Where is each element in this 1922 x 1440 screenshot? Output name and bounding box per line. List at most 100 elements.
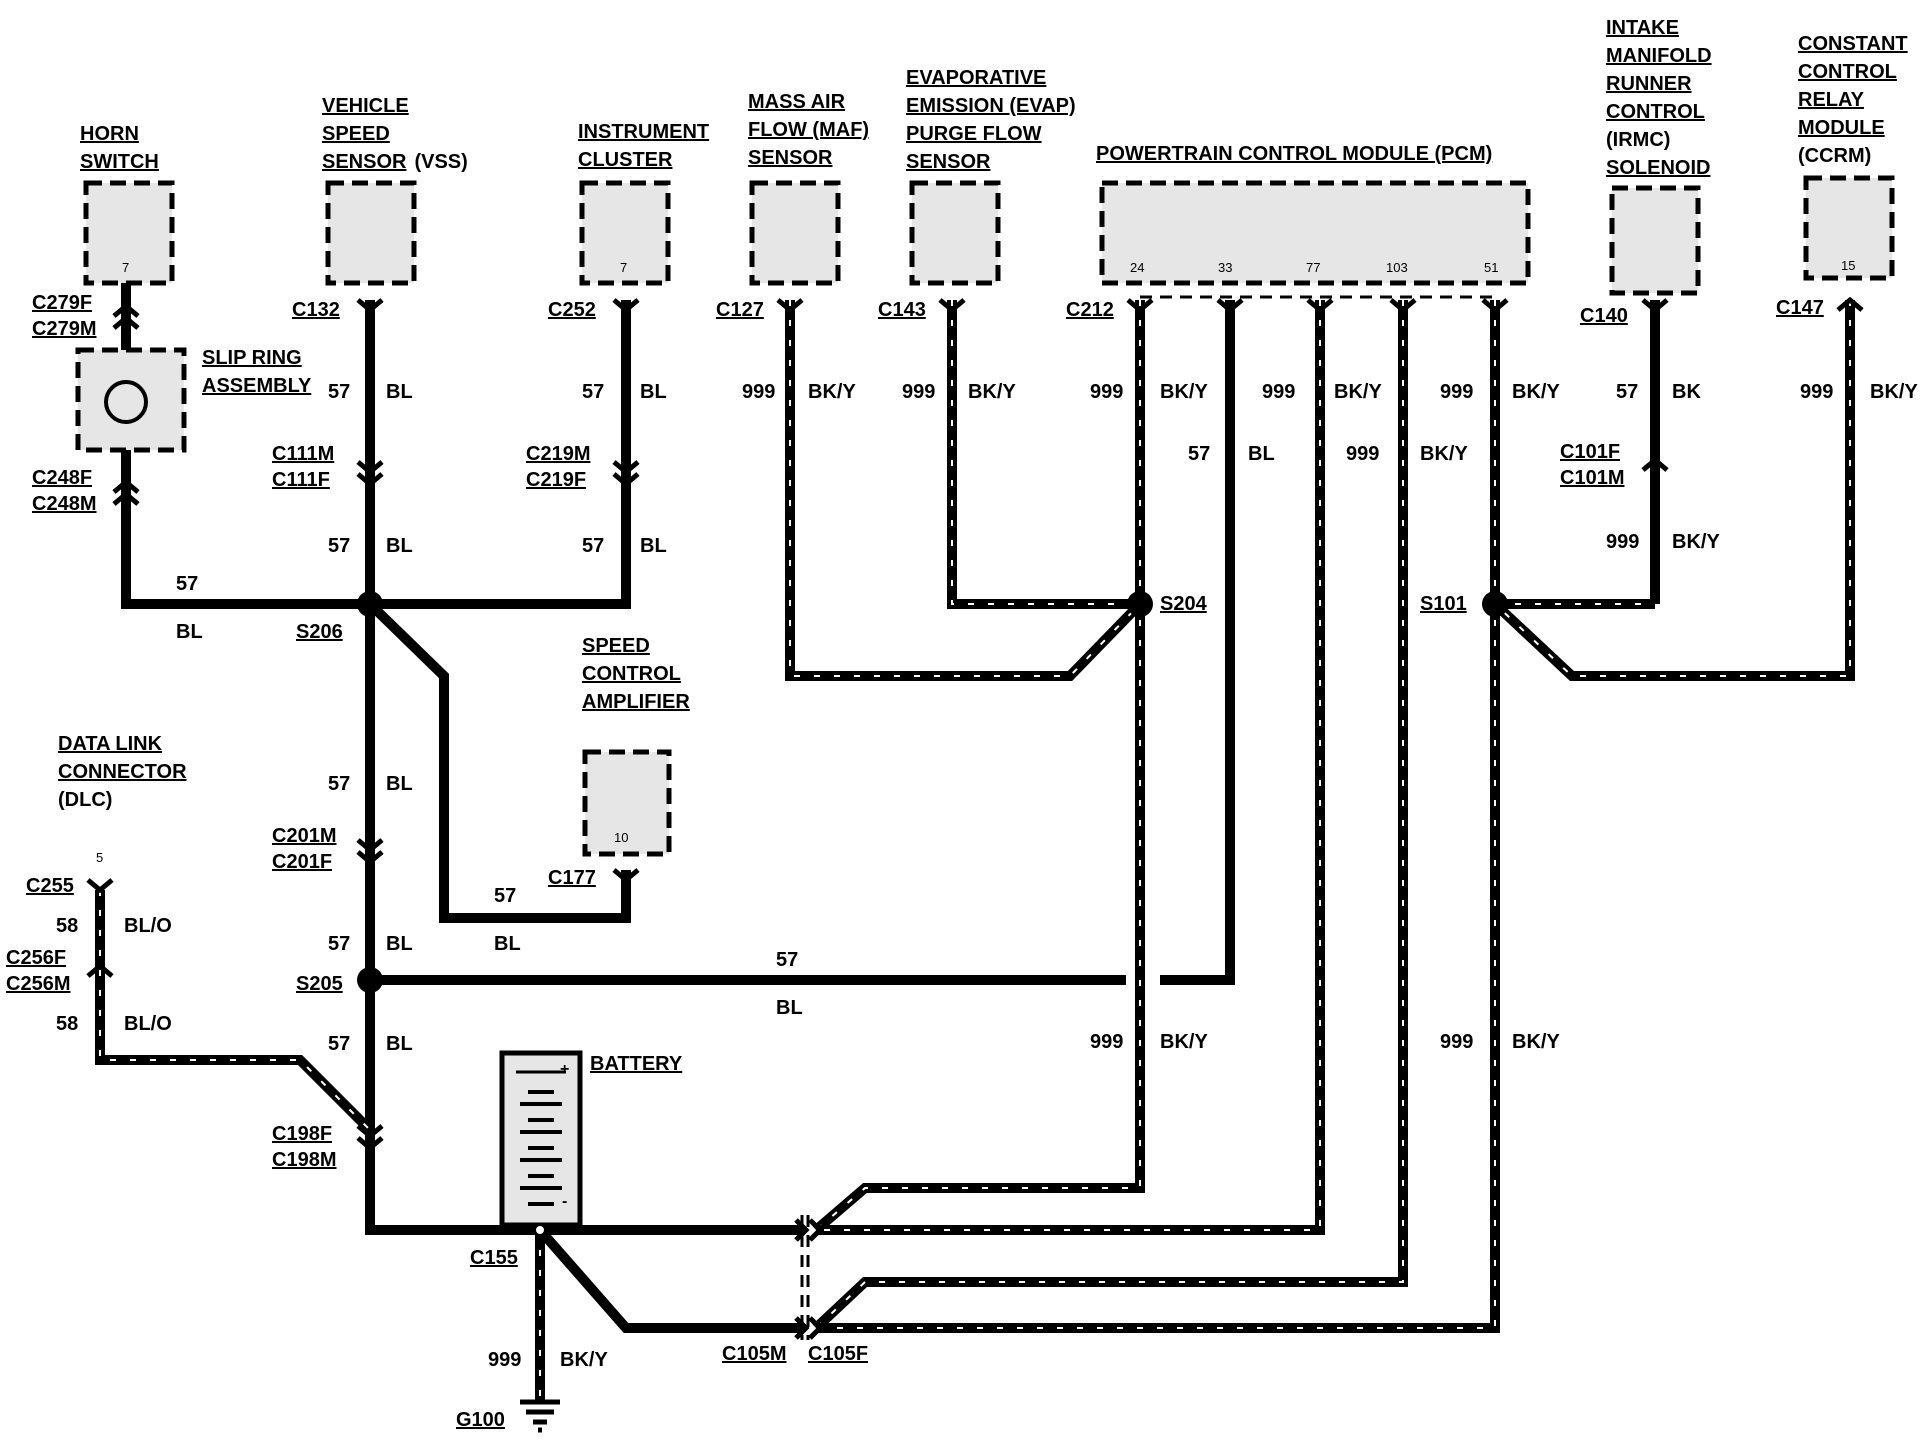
- svg-text:BL/O: BL/O: [124, 915, 172, 937]
- svg-text:BK/Y: BK/Y: [808, 381, 856, 403]
- svg-text:999: 999: [1440, 381, 1473, 403]
- label-s206: S206: [296, 621, 343, 643]
- svg-text:57: 57: [328, 1033, 350, 1055]
- label-c155: C155: [470, 1247, 518, 1269]
- label-c143: C143: [878, 299, 926, 321]
- svg-text:BL: BL: [176, 621, 203, 643]
- svg-text:BK/Y: BK/Y: [1512, 1031, 1560, 1053]
- wire-cluster: [370, 300, 631, 609]
- connector-c219: [612, 460, 640, 488]
- svg-text:58: 58: [56, 1013, 78, 1035]
- slip-ring-box: [75, 347, 187, 453]
- svg-text:BL: BL: [386, 1033, 413, 1055]
- svg-text:999: 999: [902, 381, 935, 403]
- label-c198m: C198M: [272, 1149, 336, 1171]
- connector-c255: [86, 878, 114, 894]
- wire-maf: [785, 300, 1144, 681]
- svg-text:BK/Y: BK/Y: [1512, 381, 1560, 403]
- svg-text:57: 57: [582, 535, 604, 557]
- svg-text:BK/Y: BK/Y: [1420, 443, 1468, 465]
- label-c105m: C105M: [722, 1343, 786, 1365]
- svg-text:BK/Y: BK/Y: [560, 1349, 608, 1371]
- svg-text:999: 999: [742, 381, 775, 403]
- connector-c198: [356, 1124, 384, 1152]
- label-c147: C147: [1776, 297, 1824, 319]
- label-c219m: C219M: [526, 443, 590, 465]
- connector-c111: [356, 460, 384, 488]
- pin-pcm-77: 77: [1306, 260, 1320, 275]
- svg-text:58: 58: [56, 915, 78, 937]
- svg-text:999: 999: [1440, 1031, 1473, 1053]
- pin-pcm-51: 51: [1484, 260, 1498, 275]
- label-c101m: C101M: [1560, 467, 1624, 489]
- pin-pcm-33: 33: [1218, 260, 1232, 275]
- label-c101f: C101F: [1560, 441, 1620, 463]
- connector-c140: [1641, 298, 1669, 314]
- svg-text:BK/Y: BK/Y: [1334, 381, 1382, 403]
- ground-symbol: [520, 1399, 560, 1433]
- wire-s206-amp: [366, 600, 631, 923]
- evap-sensor-box: [909, 180, 1001, 286]
- instrument-cluster-box: [579, 180, 671, 286]
- pin-ccrm: 15: [1841, 258, 1855, 273]
- connector-c147: [1836, 296, 1864, 312]
- label-c127: C127: [716, 299, 764, 321]
- svg-text:999: 999: [1800, 381, 1833, 403]
- label-c279f: C279F: [32, 292, 92, 314]
- svg-text:BK/Y: BK/Y: [1672, 531, 1720, 553]
- ccrm-box: [1803, 175, 1895, 281]
- label-c219f: C219F: [526, 469, 586, 491]
- connector-c177: [612, 868, 640, 884]
- label-s101: S101: [1420, 593, 1467, 615]
- label-c111m: C111M: [272, 443, 334, 465]
- svg-text:57: 57: [582, 381, 604, 403]
- splice-s204: [1127, 591, 1153, 617]
- maf-sensor-box: [749, 180, 841, 286]
- svg-text:BL: BL: [494, 933, 521, 955]
- splice-s205: [357, 967, 383, 993]
- label-c140: C140: [1580, 305, 1628, 327]
- connector-c248: [112, 478, 140, 506]
- connector-symbols: [86, 296, 1864, 1340]
- connector-c105-upper: [794, 1218, 824, 1242]
- wire-battery-c105-lower: [536, 1226, 804, 1333]
- connector-c212: [1126, 298, 1509, 314]
- wire-pcm77: [816, 300, 1325, 1235]
- label-c177: C177: [548, 867, 596, 889]
- label-c201f: C201F: [272, 851, 332, 873]
- vss-box: [325, 180, 417, 286]
- svg-text:57: 57: [328, 535, 350, 557]
- svg-text:57: 57: [176, 573, 198, 595]
- label-s205: S205: [296, 973, 343, 995]
- pin-pcm-24: 24: [1130, 260, 1144, 275]
- pin-horn: 7: [122, 260, 129, 275]
- svg-text:57: 57: [776, 949, 798, 971]
- connector-c101: [1641, 456, 1669, 472]
- wire-pcm103: [812, 300, 1408, 1332]
- label-c255: C255: [26, 875, 74, 897]
- connector-c279: [112, 302, 140, 330]
- label-c201m: C201M: [272, 825, 336, 847]
- svg-text:999: 999: [1090, 381, 1123, 403]
- svg-text:57: 57: [1616, 381, 1638, 403]
- label-s204: S204: [1160, 593, 1208, 615]
- svg-text:BK/Y: BK/Y: [1870, 381, 1918, 403]
- svg-text:BL: BL: [386, 933, 413, 955]
- svg-text:BL: BL: [386, 381, 413, 403]
- pin-cluster: 7: [620, 260, 627, 275]
- slip-ring-symbol: [104, 380, 148, 424]
- svg-text:57: 57: [328, 381, 350, 403]
- svg-text:BK/Y: BK/Y: [1160, 381, 1208, 403]
- wire-s205-right: [1160, 300, 1235, 985]
- svg-text:BL: BL: [1248, 443, 1275, 465]
- svg-text:57: 57: [328, 773, 350, 795]
